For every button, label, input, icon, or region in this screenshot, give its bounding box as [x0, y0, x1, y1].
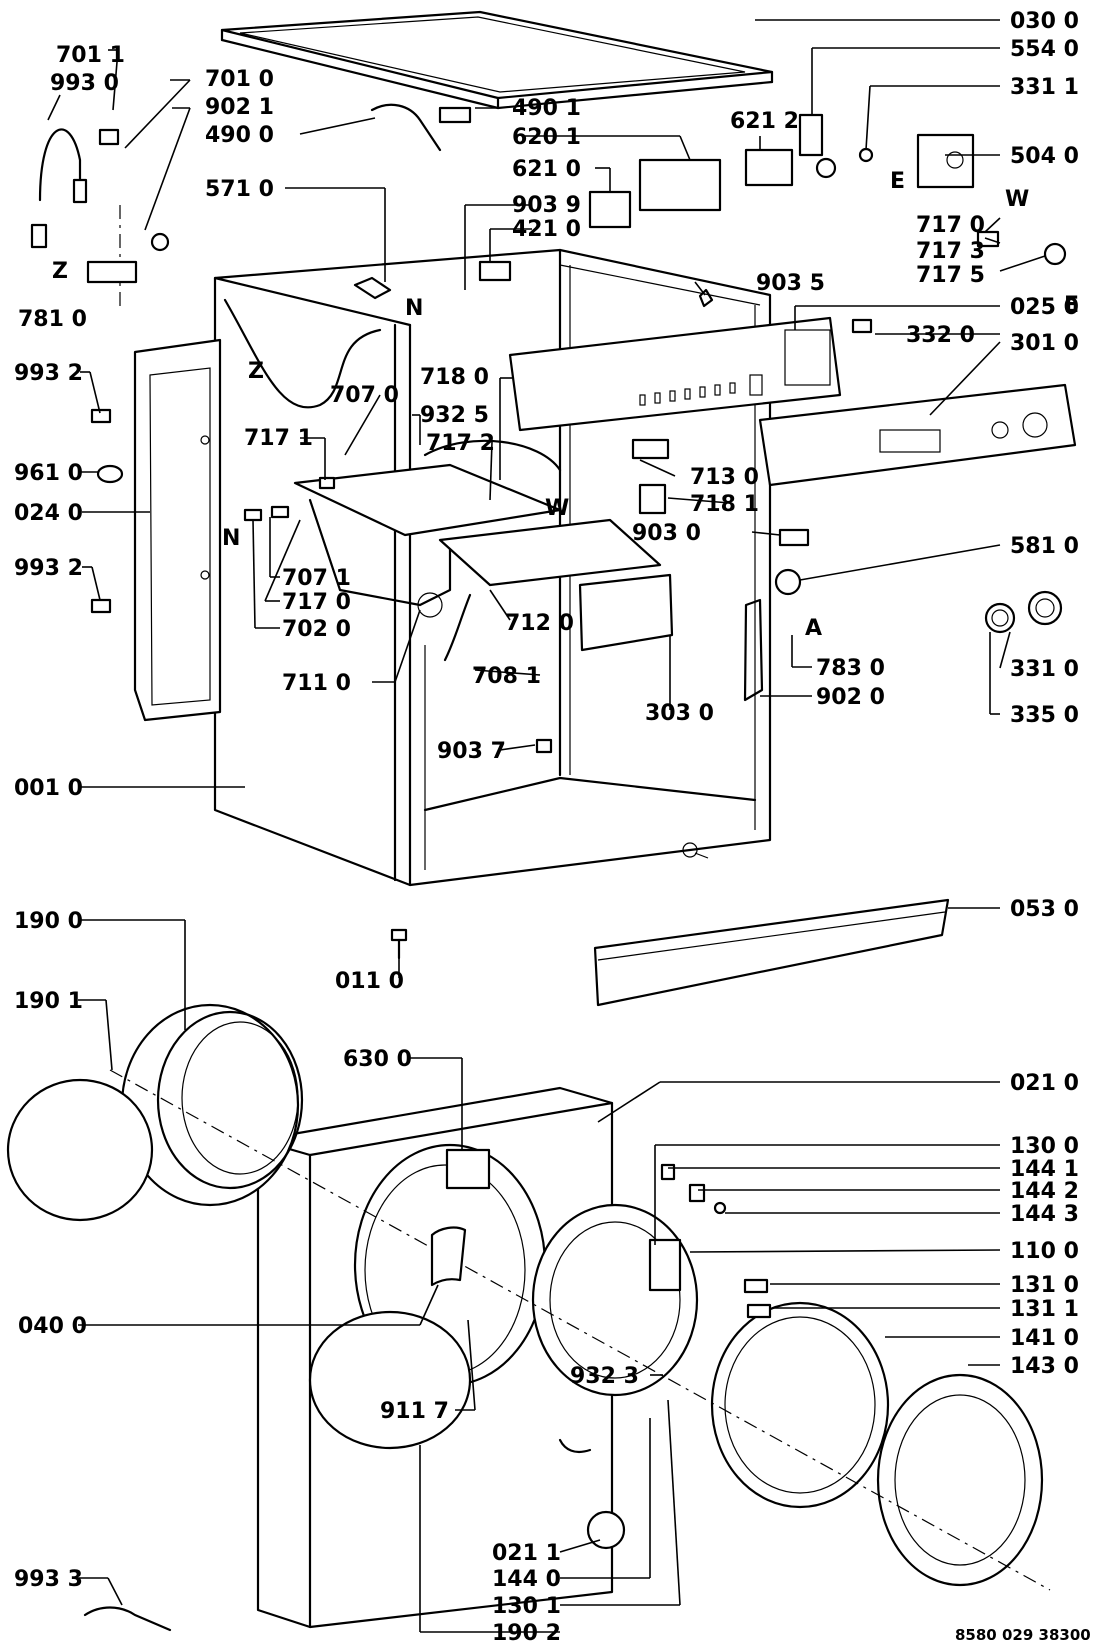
marker-w-top: W: [1005, 187, 1029, 212]
callout-707-0: 707 0: [330, 383, 399, 408]
callout-001-0: 001 0: [14, 776, 83, 801]
callout-030-0: 030 0: [1010, 9, 1079, 34]
callout-021-0: 021 0: [1010, 1071, 1079, 1096]
callout-993-2-bottom: 993 2: [14, 556, 83, 581]
callout-131-0: 131 0: [1010, 1273, 1079, 1298]
callout-040-0: 040 0: [18, 1314, 87, 1339]
document-code: 8580 029 38300: [955, 1626, 1091, 1644]
callout-143-0: 143 0: [1010, 1354, 1079, 1379]
callout-932-5: 932 5: [420, 403, 489, 428]
callout-554-0: 554 0: [1010, 37, 1079, 62]
control-panel-frame-drawing: [508, 316, 842, 432]
callout-783-0: 783 0: [816, 656, 885, 681]
callout-993-0: 993 0: [50, 71, 119, 96]
callout-053-0: 053 0: [1010, 897, 1079, 922]
callout-190-1: 190 1: [14, 989, 83, 1014]
callout-421-0: 421 0: [512, 217, 581, 242]
callout-717-3: 717 3: [916, 239, 985, 264]
callout-903-9: 903 9: [512, 193, 581, 218]
callout-902-0: 902 0: [816, 685, 885, 710]
callout-701-1: 701 1: [56, 43, 125, 68]
callout-581-0: 581 0: [1010, 534, 1079, 559]
callout-702-0: 702 0: [282, 617, 351, 642]
callout-labels: 701 1 993 0 701 0 902 1 490 0 490 1 620 …: [14, 9, 1079, 1646]
callout-708-1: 708 1: [472, 664, 541, 689]
callout-717-1: 717 1: [244, 426, 313, 451]
callout-932-3: 932 3: [570, 1364, 639, 1389]
plinth-drawing: [593, 898, 950, 1007]
callout-021-1: 021 1: [492, 1541, 561, 1566]
callout-571-0: 571 0: [205, 177, 274, 202]
callout-331-1: 331 1: [1010, 75, 1079, 100]
callout-144-0: 144 0: [492, 1567, 561, 1592]
callout-717-0-mid: 717 0: [282, 590, 351, 615]
callout-903-7: 903 7: [437, 739, 506, 764]
callout-141-0: 141 0: [1010, 1326, 1079, 1351]
callout-331-0: 331 0: [1010, 657, 1079, 682]
marker-w-dispenser: W: [545, 496, 569, 521]
callout-301-0: 301 0: [1010, 331, 1079, 356]
callout-903-5: 903 5: [756, 271, 825, 296]
callout-490-1: 490 1: [512, 96, 581, 121]
callout-620-1: 620 1: [512, 125, 581, 150]
callout-011-0: 011 0: [335, 969, 404, 994]
small-parts: [30, 103, 1067, 1632]
callout-144-2: 144 2: [1010, 1179, 1079, 1204]
callout-961-0: 961 0: [14, 461, 83, 486]
callout-717-2: 717 2: [426, 431, 495, 456]
marker-z-left: Z: [52, 259, 68, 284]
dispenser-drawing: [293, 463, 674, 662]
callout-717-0-top: 717 0: [916, 213, 985, 238]
part-drawings: [6, 10, 1077, 1632]
callout-490-0: 490 0: [205, 123, 274, 148]
marker-n-left: N: [222, 526, 240, 551]
callout-190-2: 190 2: [492, 1621, 561, 1646]
callout-131-1: 131 1: [1010, 1297, 1079, 1322]
callout-130-1: 130 1: [492, 1594, 561, 1619]
callout-713-0: 713 0: [690, 465, 759, 490]
callout-332-0: 332 0: [906, 323, 975, 348]
letter-markers: Z Z N N E E W W A: [52, 169, 1079, 641]
callout-701-0: 701 0: [205, 67, 274, 92]
callout-718-0: 718 0: [420, 365, 489, 390]
side-panel-drawing: [133, 338, 222, 722]
callout-718-1: 718 1: [690, 492, 759, 517]
callout-621-2: 621 2: [730, 109, 799, 134]
leader-lines: [47, 19, 1046, 1633]
callout-903-0: 903 0: [632, 521, 701, 546]
top-cover-drawing: [220, 10, 774, 110]
callout-130-0: 130 0: [1010, 1134, 1079, 1159]
callout-630-0: 630 0: [343, 1047, 412, 1072]
marker-n-top: N: [405, 296, 423, 321]
callout-993-2-top: 993 2: [14, 361, 83, 386]
fascia-drawing: [758, 383, 1077, 487]
callout-781-0: 781 0: [18, 307, 87, 332]
callout-621-0: 621 0: [512, 157, 581, 182]
callout-504-0: 504 0: [1010, 144, 1079, 169]
marker-z-cabinet: Z: [248, 359, 264, 384]
callout-911-7: 911 7: [380, 1399, 449, 1424]
marker-e-top: E: [890, 169, 905, 194]
callout-711-0: 711 0: [282, 671, 351, 696]
callout-993-3: 993 3: [14, 1567, 83, 1592]
callout-110-0: 110 0: [1010, 1239, 1079, 1264]
callout-144-3: 144 3: [1010, 1202, 1079, 1227]
callout-712-0: 712 0: [505, 611, 574, 636]
marker-e-right: E: [1064, 293, 1079, 318]
marker-a: A: [805, 616, 822, 641]
callout-707-1: 707 1: [282, 566, 351, 591]
axis-lines: [109, 205, 1051, 1591]
callout-024-0: 024 0: [14, 501, 83, 526]
callout-303-0: 303 0: [645, 701, 714, 726]
callout-335-0: 335 0: [1010, 703, 1079, 728]
callout-190-0: 190 0: [14, 909, 83, 934]
callout-717-5: 717 5: [916, 263, 985, 288]
callout-902-1: 902 1: [205, 95, 274, 120]
callout-025-0: 025 0: [1010, 295, 1079, 320]
callout-144-1: 144 1: [1010, 1157, 1079, 1182]
